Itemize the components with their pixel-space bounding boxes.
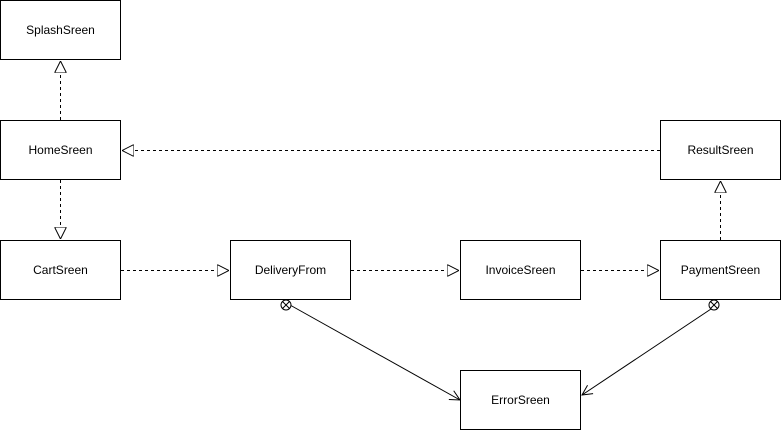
node-cart-screen[interactable]: CartSreen	[0, 240, 121, 300]
node-delivery-form[interactable]: DeliveryFrom	[230, 240, 351, 300]
node-invoice-screen[interactable]: InvoiceSreen	[460, 240, 581, 300]
node-home-screen[interactable]: HomeSreen	[0, 120, 121, 180]
edge-payment-to-error	[582, 308, 712, 395]
node-error-screen[interactable]: ErrorSreen	[460, 370, 581, 430]
node-payment-screen[interactable]: PaymentSreen	[660, 240, 781, 300]
crossed-circle-icon	[280, 299, 292, 311]
node-splash-screen[interactable]: SplashSreen	[0, 0, 121, 60]
edge-delivery-to-error	[289, 304, 460, 400]
crossed-circle-icon	[708, 299, 720, 311]
node-result-screen[interactable]: ResultSreen	[660, 120, 781, 180]
